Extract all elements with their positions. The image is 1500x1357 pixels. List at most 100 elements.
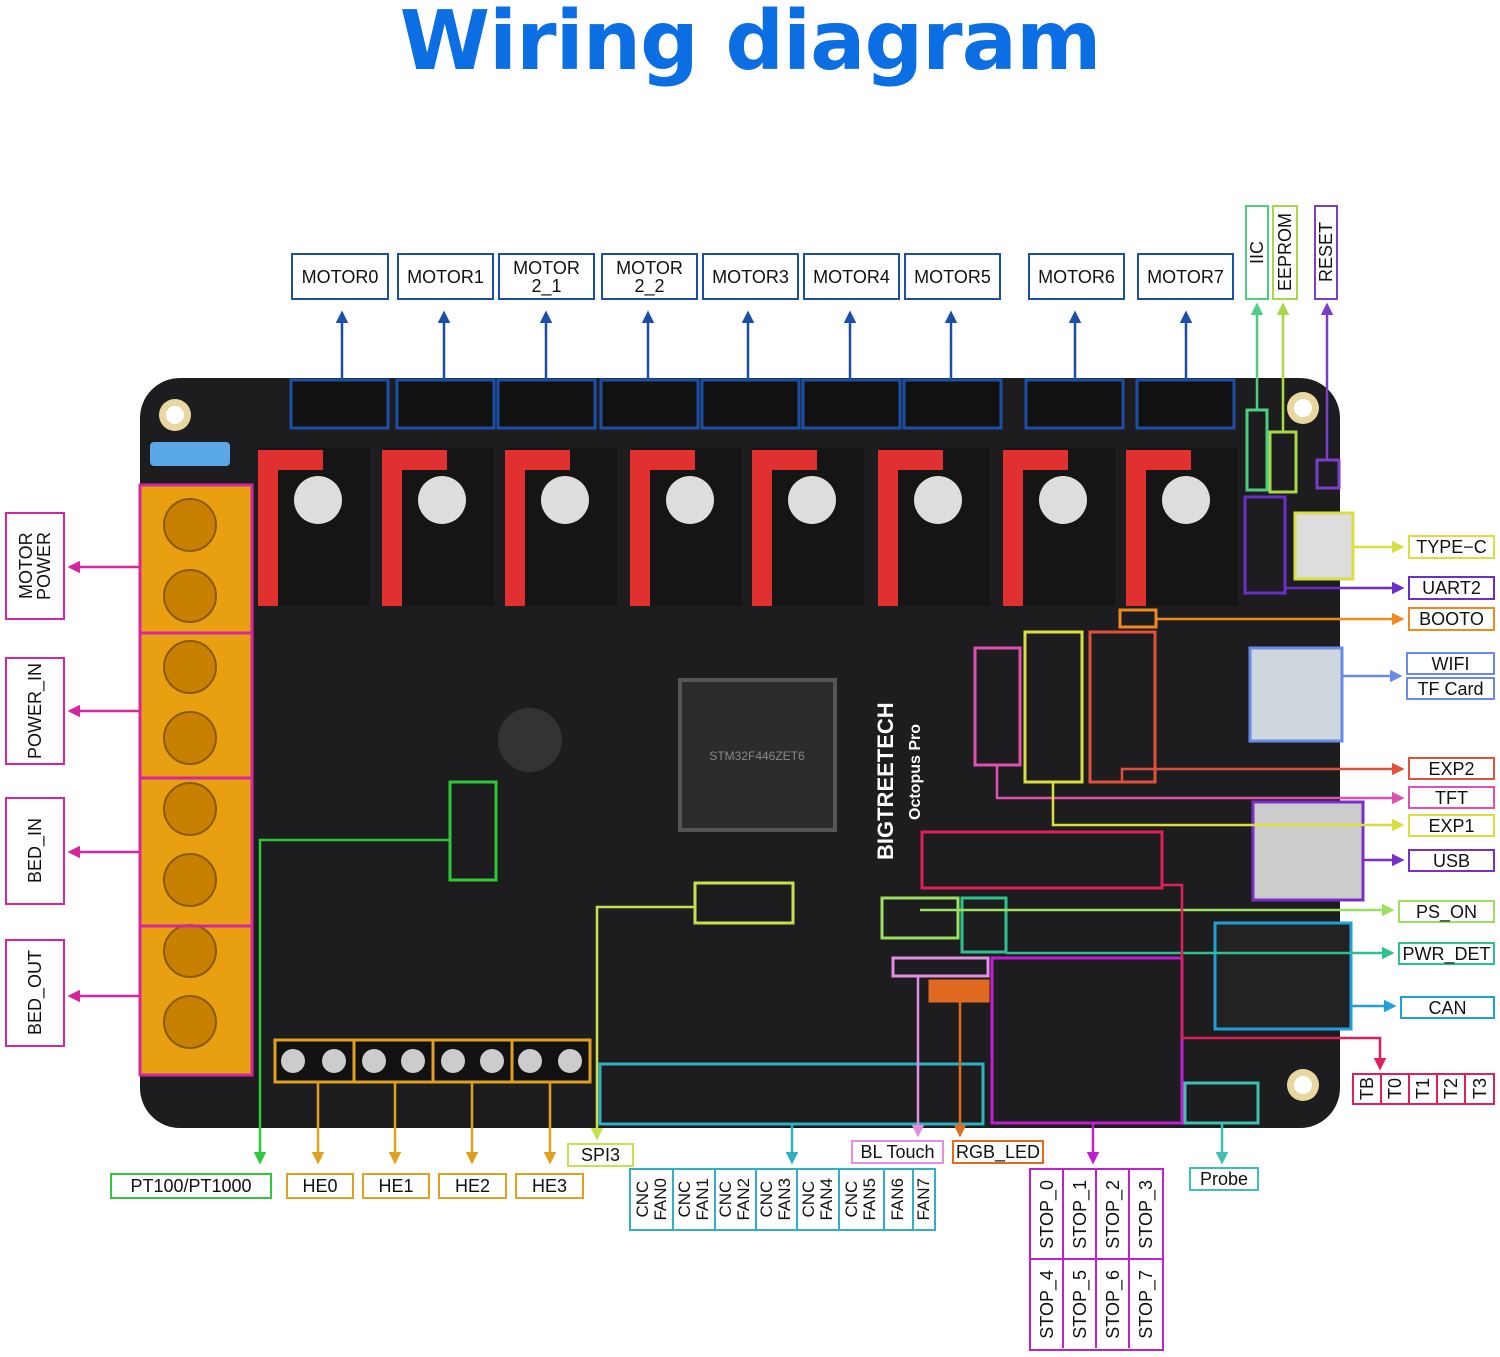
label-stop0: STOP_0 (1031, 1170, 1064, 1258)
label-fan0: CNC FAN0 (632, 1170, 674, 1229)
label-he3: HE3 (515, 1173, 584, 1199)
label-motor7: MOTOR7 (1137, 253, 1234, 300)
label-usb: USB (1408, 849, 1495, 872)
label-stop2: STOP_2 (1097, 1170, 1130, 1258)
label-can: CAN (1400, 996, 1495, 1019)
label-uart2: UART2 (1408, 576, 1495, 600)
driver-header (1126, 450, 1146, 606)
capacitor (788, 476, 836, 524)
label-probe: Probe (1189, 1167, 1259, 1191)
label-fan3: CNC FAN3 (757, 1170, 798, 1229)
capacitor (541, 476, 589, 524)
driver-header (505, 450, 525, 606)
label-bltouch: BL Touch (851, 1140, 944, 1164)
label-fan4: CNC FAN4 (798, 1170, 840, 1229)
driver-header (1003, 450, 1023, 606)
label-motor3: MOTOR3 (702, 253, 799, 300)
label-he2: HE2 (438, 1173, 507, 1199)
fuse (150, 442, 230, 466)
label-thermistors: TB T0 T1 T2 T3 (1352, 1073, 1495, 1105)
label-tft: TFT (1408, 786, 1495, 809)
label-t3: T3 (1469, 1078, 1490, 1100)
label-motor6: MOTOR6 (1028, 253, 1125, 300)
driver-header (898, 450, 943, 470)
buzzer (498, 708, 562, 772)
driver-header (630, 450, 650, 606)
label-iic: IIC (1245, 205, 1269, 300)
label-t0: T0 (1382, 1075, 1410, 1103)
label-motor2-1: MOTOR 2_1 (498, 253, 595, 300)
label-bed-in: BED_IN (5, 797, 65, 905)
label-t1: T1 (1410, 1075, 1438, 1103)
driver-header (258, 450, 278, 606)
label-type-c: TYPE−C (1408, 535, 1495, 559)
chip-marking: STM32F446ZET6 (709, 749, 805, 763)
label-boot0: BOOTO (1408, 607, 1495, 631)
label-eeprom: EEPROM (1272, 205, 1298, 300)
label-fan6: FAN6 (885, 1170, 914, 1229)
driver-header (525, 450, 570, 470)
motor-connector (496, 378, 597, 430)
label-fan5: CNC FAN5 (840, 1170, 885, 1229)
label-motor-power: MOTOR POWER (5, 512, 65, 620)
label-motor2-2: MOTOR 2_2 (601, 253, 698, 300)
driver-header (650, 450, 695, 470)
brand-print: BIGTREETECH (873, 702, 898, 860)
motor-connector (1135, 378, 1236, 430)
mcu-chip (678, 678, 837, 832)
label-bed-out: BED_OUT (5, 939, 65, 1047)
label-stop4: STOP_4 (1031, 1260, 1064, 1348)
capacitor (1162, 476, 1210, 524)
label-stops: STOP_0 STOP_1 STOP_2 STOP_3 STOP_4 STOP_… (1029, 1168, 1164, 1351)
motor-connector (801, 378, 902, 430)
label-pwr-det: PWR_DET (1398, 942, 1495, 965)
motor-connector (395, 378, 496, 430)
motor-connector (289, 378, 390, 430)
label-wifi: WIFI (1406, 652, 1495, 675)
driver-header (278, 450, 323, 470)
label-stop3: STOP_3 (1135, 1179, 1156, 1249)
label-motor0: MOTOR0 (291, 253, 389, 300)
label-fan1: CNC FAN1 (674, 1170, 716, 1229)
label-pt100: PT100/PT1000 (110, 1173, 272, 1199)
label-rgb-led: RGB_LED (952, 1140, 1044, 1164)
label-fans: CNC FAN0 CNC FAN1 CNC FAN2 CNC FAN3 CNC … (629, 1168, 936, 1231)
label-motor5: MOTOR5 (904, 253, 1001, 300)
label-he1: HE1 (362, 1173, 430, 1199)
motor-connector (1024, 378, 1125, 430)
capacitor (666, 476, 714, 524)
motor-connector (700, 378, 801, 430)
label-he0: HE0 (286, 1173, 354, 1199)
model-print: Octopus Pro (907, 724, 924, 820)
label-tb: TB (1354, 1075, 1382, 1103)
driver-header (878, 450, 898, 606)
capacitor (914, 476, 962, 524)
driver-header (1023, 450, 1068, 470)
driver-header (772, 450, 817, 470)
label-stop1: STOP_1 (1064, 1170, 1097, 1258)
label-fan2: CNC FAN2 (716, 1170, 757, 1229)
label-motor1: MOTOR1 (397, 253, 494, 300)
capacitor (1039, 476, 1087, 524)
label-stop5: STOP_5 (1064, 1260, 1097, 1348)
motor-connector (902, 378, 1003, 430)
label-exp1: EXP1 (1408, 814, 1495, 837)
label-stop6: STOP_6 (1097, 1260, 1130, 1348)
label-power-in: POWER_IN (5, 657, 65, 765)
driver-header (752, 450, 772, 606)
motor-connector (599, 378, 700, 430)
label-ps-on: PS_ON (1398, 900, 1495, 923)
label-spi3: SPI3 (567, 1143, 634, 1167)
label-t2: T2 (1438, 1075, 1466, 1103)
driver-header (402, 450, 447, 470)
driver-header (1146, 450, 1191, 470)
label-fan7: FAN7 (913, 1178, 933, 1221)
page-title: Wiring diagram (399, 0, 1102, 89)
capacitor (418, 476, 466, 524)
label-tf-card: TF Card (1406, 677, 1495, 700)
label-motor4: MOTOR4 (803, 253, 900, 300)
capacitor (294, 476, 342, 524)
label-exp2: EXP2 (1408, 757, 1495, 780)
driver-header (382, 450, 402, 606)
